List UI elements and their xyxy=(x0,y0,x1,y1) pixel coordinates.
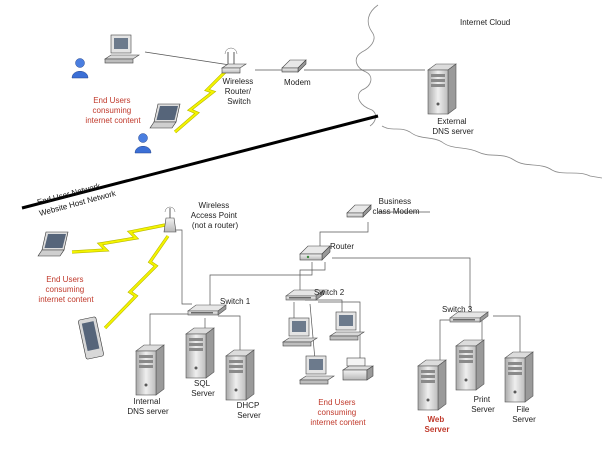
web-server-label: Web Server xyxy=(425,415,450,434)
router-label: Router xyxy=(330,242,354,251)
end-users-top-label: End Users consuming internet content xyxy=(85,96,141,125)
external-dns-label: External DNS server xyxy=(432,117,474,136)
desktop-pc-icon xyxy=(299,355,335,385)
modem-label: Modem xyxy=(284,78,311,87)
modem-icon xyxy=(281,59,307,73)
internet-cloud-outline xyxy=(355,4,602,179)
server-tower-icon xyxy=(504,351,534,403)
modem-icon xyxy=(346,204,372,218)
wireless-router-label: Wireless Router/ Switch xyxy=(223,77,256,106)
server-tower-icon xyxy=(455,339,485,391)
user-icon xyxy=(134,133,152,154)
switch1-label: Switch 1 xyxy=(220,297,251,306)
server-tower-icon xyxy=(417,359,447,411)
sql-server-label: SQL Server xyxy=(191,379,215,398)
server-tower-icon xyxy=(427,63,457,115)
laptop-icon xyxy=(37,231,69,257)
server-tower-icon xyxy=(225,349,255,401)
internal-dns-label: Internal DNS server xyxy=(127,397,169,416)
lightning-icons xyxy=(71,70,227,330)
lightning-icon xyxy=(71,223,166,254)
server-tower-icon xyxy=(135,344,165,396)
switch3-label: Switch 3 xyxy=(442,305,473,314)
wireless-router-icon xyxy=(221,47,247,74)
desktop-pc-icon xyxy=(329,311,365,341)
business-modem-label: Business class Modem xyxy=(372,197,419,216)
desktop-pc-icon xyxy=(104,34,140,64)
end-users-bottom-label: End Users consuming internet content xyxy=(310,398,366,427)
print-server-label: Print Server xyxy=(471,395,495,414)
dhcp-server-label: DHCP Server xyxy=(237,401,262,420)
switch-icon xyxy=(187,304,227,316)
router-icon xyxy=(299,245,331,261)
laptop-icon xyxy=(149,103,181,129)
printer-icon xyxy=(342,357,374,381)
file-server-label: File Server xyxy=(512,405,536,424)
tablet-icon xyxy=(78,316,104,360)
switch2-label: Switch 2 xyxy=(314,288,345,297)
access-point-label: Wireless Access Point (not a router) xyxy=(191,201,239,230)
end-users-left-label: End Users consuming internet content xyxy=(38,275,94,304)
server-tower-icon xyxy=(185,327,215,379)
user-icon xyxy=(71,58,89,79)
internet-cloud-label: Internet Cloud xyxy=(460,18,510,27)
access-point-icon xyxy=(163,206,177,233)
network-separator-line xyxy=(21,114,379,210)
